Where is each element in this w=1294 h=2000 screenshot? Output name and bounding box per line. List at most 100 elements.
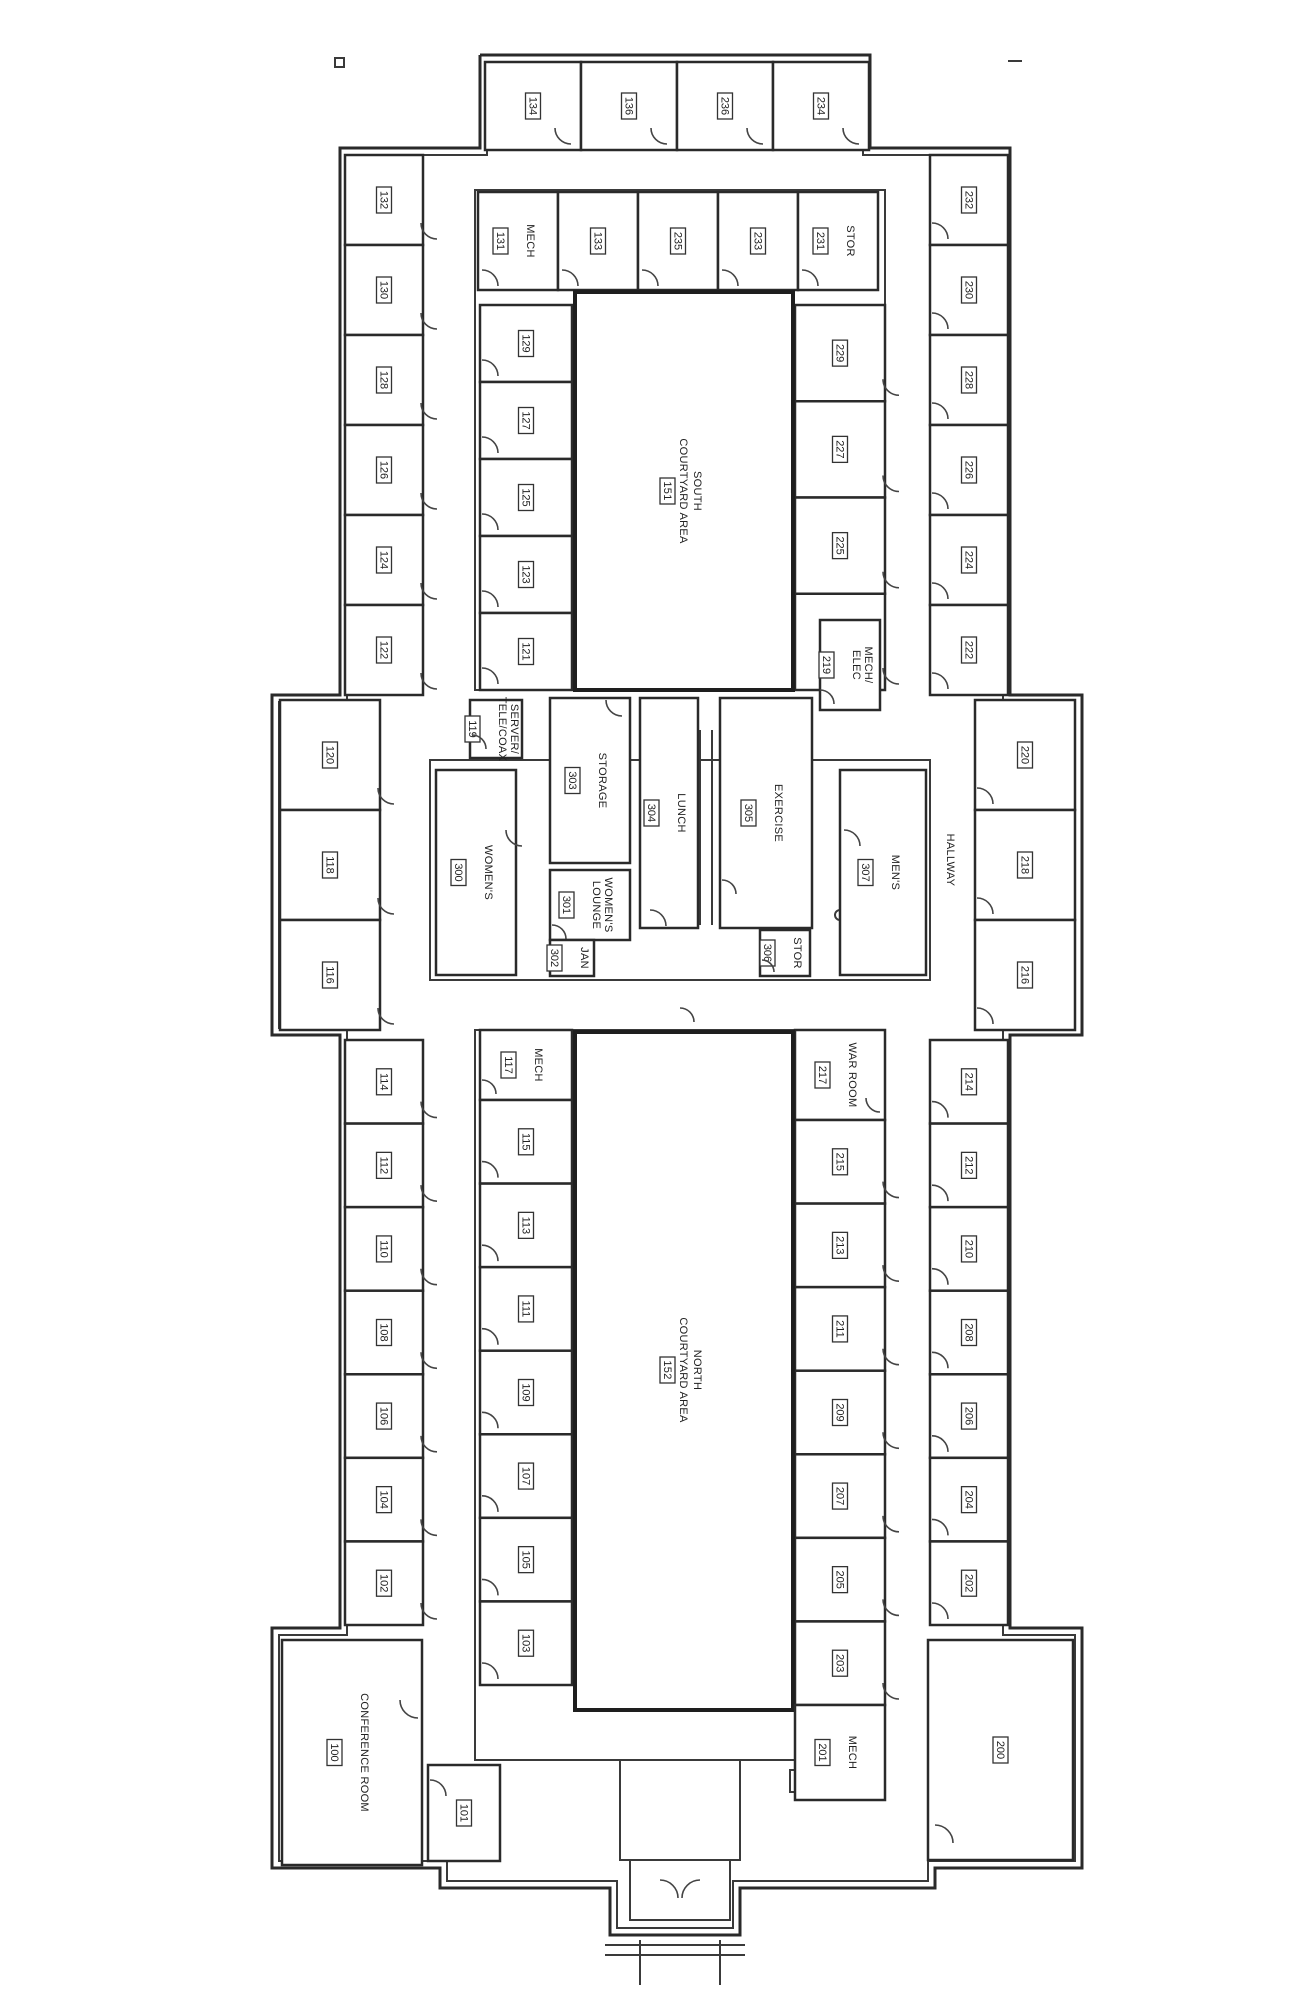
room-number-box <box>831 1398 849 1427</box>
room-116[interactable]: 116 <box>278 918 395 1032</box>
room-number-box <box>1016 851 1034 879</box>
room-102[interactable]: 102 <box>343 1540 438 1627</box>
room-107[interactable]: 107 <box>478 1433 574 1520</box>
room-120[interactable]: 120 <box>278 698 395 812</box>
room-202[interactable]: 202 <box>928 1540 1010 1627</box>
room-126[interactable]: 126 <box>343 423 438 517</box>
room-number-box <box>375 456 393 484</box>
room-number-box <box>375 1402 393 1430</box>
room-214[interactable]: 214 <box>928 1038 1010 1125</box>
room-209[interactable]: 209 <box>793 1369 900 1456</box>
room-218[interactable]: 218 <box>973 808 1077 922</box>
room-121[interactable]: 121 <box>478 611 574 692</box>
room-122[interactable]: 122 <box>343 603 438 697</box>
room-211[interactable]: 211 <box>793 1285 900 1372</box>
room-225[interactable]: 225 <box>793 496 900 595</box>
room-216[interactable]: 216 <box>973 918 1077 1032</box>
room-133[interactable]: 133 <box>556 190 640 292</box>
room-233[interactable]: 233 <box>716 190 800 292</box>
room-number: 300 <box>452 863 464 881</box>
room-208[interactable]: 208 <box>928 1289 1010 1376</box>
room-111[interactable]: 111 <box>478 1265 574 1352</box>
room-212[interactable]: 212 <box>928 1122 1010 1209</box>
room-210[interactable]: 210 <box>928 1205 1010 1292</box>
room-232[interactable]: 232 <box>928 153 1010 247</box>
door-swing <box>420 1185 438 1202</box>
room-103[interactable]: 103 <box>478 1600 574 1687</box>
room-222[interactable]: 222 <box>928 603 1010 697</box>
room-114[interactable]: 114 <box>343 1038 438 1125</box>
room-230[interactable]: 230 <box>928 243 1010 337</box>
room-112[interactable]: 112 <box>343 1122 438 1209</box>
room-number: 225 <box>834 536 846 554</box>
room-136[interactable]: 136 <box>579 60 679 152</box>
room-129[interactable]: 129 <box>478 303 574 384</box>
room-number: 152 <box>661 1360 673 1379</box>
room-207[interactable]: 207 <box>793 1453 900 1540</box>
room-109[interactable]: 109 <box>478 1349 574 1436</box>
room-113[interactable]: 113 <box>478 1182 574 1269</box>
room-labels: 214 <box>960 1068 978 1096</box>
room-132[interactable]: 132 <box>343 153 438 247</box>
door-swing <box>882 1432 900 1450</box>
room-124[interactable]: 124 <box>343 513 438 607</box>
room-236[interactable]: 236 <box>675 60 775 152</box>
room-226[interactable]: 226 <box>928 423 1010 517</box>
room-110[interactable]: 110 <box>343 1205 438 1292</box>
room-127[interactable]: 127 <box>478 380 574 461</box>
room-205[interactable]: 205 <box>793 1536 900 1623</box>
room-number-box <box>1016 741 1034 769</box>
room-number-box <box>960 1485 978 1514</box>
room-235[interactable]: 235 <box>636 190 720 292</box>
room-101[interactable]: 101 <box>426 1763 502 1863</box>
door-swing <box>931 222 949 240</box>
room-115[interactable]: 115 <box>478 1098 574 1185</box>
door-swing <box>882 571 900 589</box>
room-106[interactable]: 106 <box>343 1373 438 1460</box>
room-215[interactable]: 215 <box>793 1118 900 1205</box>
room-108[interactable]: 108 <box>343 1289 438 1376</box>
room-229[interactable]: 229 <box>793 303 900 403</box>
room-206[interactable]: 206 <box>928 1373 1010 1460</box>
room-number-box <box>326 1738 343 1767</box>
room-number-box <box>659 477 676 505</box>
room-125[interactable]: 125 <box>478 457 574 538</box>
room-number-box <box>564 766 581 795</box>
room-224[interactable]: 224 <box>928 513 1010 607</box>
room-204[interactable]: 204 <box>928 1456 1010 1543</box>
room-123[interactable]: 123 <box>478 534 574 615</box>
room-220[interactable]: 220 <box>973 698 1077 812</box>
room-105[interactable]: 105 <box>478 1516 574 1603</box>
room-213[interactable]: 213 <box>793 1202 900 1289</box>
room-name: TELE/COAX <box>496 697 508 762</box>
room-104[interactable]: 104 <box>343 1456 438 1543</box>
room-203[interactable]: 203 <box>793 1620 900 1707</box>
room-228[interactable]: 228 <box>928 333 1010 427</box>
room-227[interactable]: 227 <box>793 400 900 499</box>
room-number: 127 <box>520 411 532 429</box>
room-200[interactable]: 200 <box>926 1638 1075 1862</box>
room-number: 108 <box>378 1323 390 1341</box>
room-128[interactable]: 128 <box>343 333 438 427</box>
room-118[interactable]: 118 <box>278 808 395 922</box>
room-234[interactable]: 234 <box>771 60 871 152</box>
room-130[interactable]: 130 <box>343 243 438 337</box>
room-134[interactable]: 134 <box>483 60 583 152</box>
